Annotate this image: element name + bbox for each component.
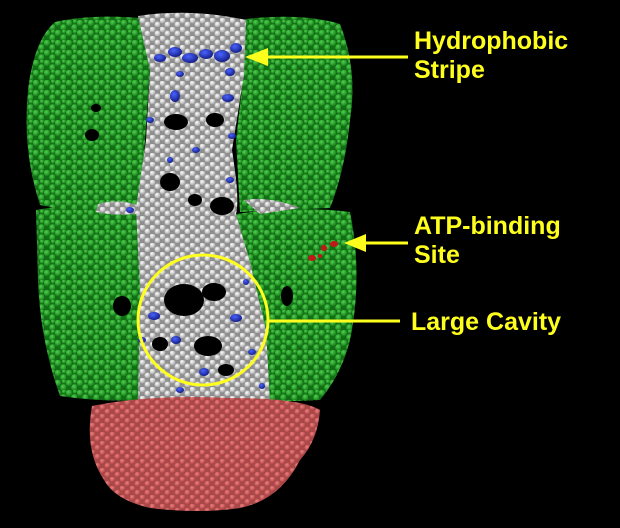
label-hydrophobic-stripe-line1: Hydrophobic: [414, 27, 569, 55]
arrow-atp-binding-site: [344, 234, 408, 252]
arrow-hydrophobic-stripe: [245, 48, 408, 66]
top-ring-subunits: [26, 16, 353, 213]
label-atp-binding-site-line1: ATP-binding: [414, 212, 561, 240]
atp-binding-residues: [308, 241, 338, 261]
cap-domain: [89, 397, 320, 511]
label-large-cavity: Large Cavity: [411, 308, 561, 337]
label-hydrophobic-stripe-line2: Stripe: [414, 56, 485, 84]
label-atp-binding-site-line2: Site: [414, 241, 460, 269]
hydrophobic-residues: [126, 43, 265, 393]
lining-gaps: [85, 104, 293, 376]
label-large-cavity-line1: Large Cavity: [411, 308, 562, 336]
